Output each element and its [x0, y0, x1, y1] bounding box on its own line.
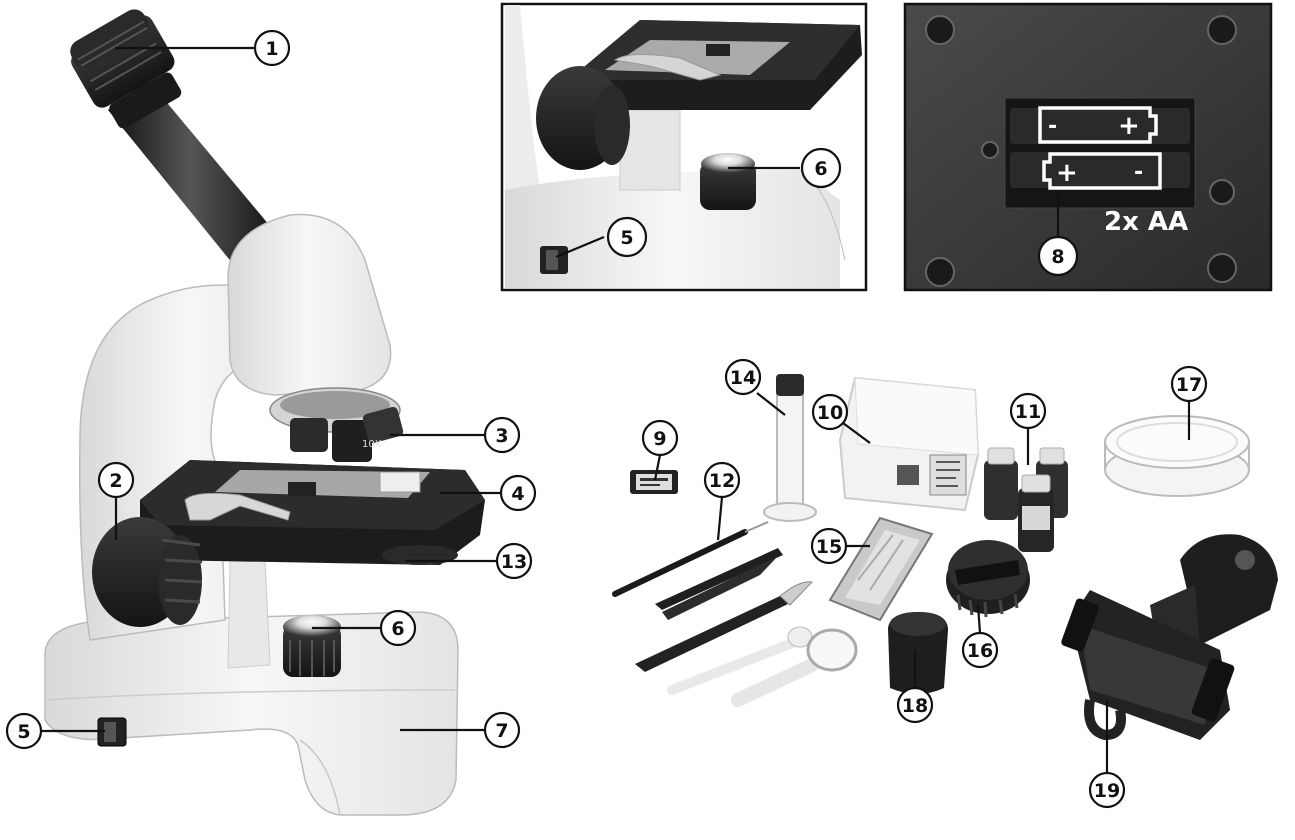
specimen-container	[946, 540, 1030, 618]
callout-14: 14	[724, 358, 762, 396]
battery-2-plus: +	[1056, 158, 1078, 188]
microscope-main: 10X	[44, 9, 485, 816]
callout-3: 3	[483, 416, 521, 454]
specimen-vials	[984, 447, 1068, 552]
callout-15: 15	[810, 527, 848, 565]
svg-text:13: 13	[501, 551, 527, 573]
svg-text:16: 16	[967, 640, 993, 662]
leader-lines	[42, 46, 1191, 773]
smartphone-adapter	[1061, 534, 1278, 741]
focus-knob	[92, 517, 203, 627]
svg-text:4: 4	[511, 483, 524, 505]
callout-2: 2	[97, 461, 135, 499]
microscope-head	[227, 213, 392, 396]
callout-10: 10	[811, 393, 849, 431]
callout-12: 12	[703, 461, 741, 499]
svg-text:5: 5	[620, 227, 633, 249]
eyepiece-tube	[108, 80, 290, 285]
callout-8: 8	[1037, 235, 1079, 277]
svg-text:18: 18	[902, 695, 928, 717]
accessories	[612, 374, 1278, 741]
callout-6-inset: 6	[800, 147, 842, 189]
battery-2	[1042, 152, 1162, 190]
callout-7: 7	[483, 711, 521, 749]
shrimp-hatchery	[828, 516, 934, 622]
microscope-slide	[215, 470, 430, 498]
callout-17: 17	[1170, 365, 1208, 403]
svg-text:6: 6	[391, 618, 404, 640]
battery-1-plus: +	[1118, 111, 1140, 141]
callout-1: 1	[253, 29, 291, 67]
battery-2-minus: -	[1134, 160, 1143, 185]
svg-text:5: 5	[17, 721, 30, 743]
callout-19: 19	[1088, 771, 1126, 809]
objective-label: 10X	[362, 439, 382, 450]
svg-text:6: 6	[814, 158, 827, 180]
petri-dish	[1104, 415, 1250, 497]
callout-13: 13	[495, 542, 533, 580]
svg-text:19: 19	[1094, 780, 1120, 802]
measuring-cylinder	[763, 374, 817, 522]
svg-text:11: 11	[1015, 401, 1041, 423]
stage-clip	[184, 492, 291, 521]
svg-text:3: 3	[495, 425, 508, 447]
svg-text:9: 9	[653, 428, 666, 450]
tweezers	[655, 548, 783, 620]
svg-text:14: 14	[730, 367, 756, 389]
callout-9: 9	[641, 419, 679, 457]
svg-text:17: 17	[1176, 374, 1202, 396]
callout-16: 16	[961, 631, 999, 669]
svg-text:1: 1	[265, 38, 278, 60]
callout-11: 11	[1009, 392, 1047, 430]
slide-case	[838, 376, 980, 512]
battery-1	[1038, 106, 1158, 144]
eyepiece	[70, 9, 182, 129]
prepared-slide-box	[630, 470, 678, 494]
magnifying-glass	[731, 628, 858, 707]
callout-4: 4	[499, 474, 537, 512]
dissecting-needle	[612, 521, 769, 597]
svg-text:12: 12	[709, 470, 735, 492]
eyepiece-cup	[888, 612, 948, 694]
inset-battery-compartment: - + + - 2x AA	[903, 2, 1273, 292]
svg-text:7: 7	[495, 720, 508, 742]
lighting-dimmer	[283, 615, 341, 677]
callout-6: 6	[379, 609, 417, 647]
battery-1-minus: -	[1048, 114, 1057, 139]
svg-text:15: 15	[816, 536, 842, 558]
svg-text:8: 8	[1051, 246, 1064, 268]
callout-5: 5	[5, 712, 43, 750]
inset-stage-detail	[500, 2, 868, 292]
svg-text:2: 2	[109, 470, 122, 492]
callout-18: 18	[896, 686, 934, 724]
callout-5-inset: 5	[606, 216, 648, 258]
battery-type-label: 2x AA	[1104, 207, 1188, 237]
callouts: 1 2 3 4 5 6 7 13 5 6 8 9 10 11 12 14 15 …	[5, 29, 1208, 809]
scalpel	[635, 581, 814, 672]
objective-lenses: 10X	[290, 406, 404, 462]
svg-text:10: 10	[817, 402, 843, 424]
